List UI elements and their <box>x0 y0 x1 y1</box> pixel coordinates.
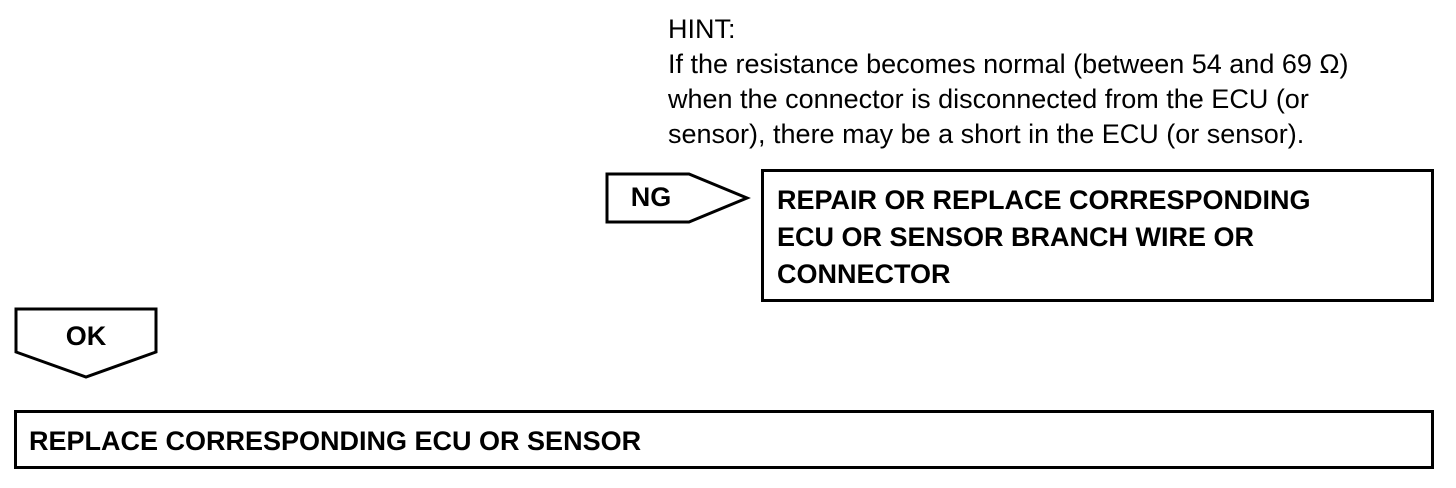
ng-result-line-1: REPAIR OR REPLACE CORRESPONDING <box>777 185 1311 215</box>
ok-label: OK <box>65 321 107 351</box>
hint-line-1: If the resistance becomes normal (betwee… <box>668 49 1349 79</box>
ok-result-text: REPLACE CORRESPONDING ECU OR SENSOR <box>29 426 642 456</box>
hint-line-2: when the connector is disconnected from … <box>668 84 1309 114</box>
ok-result-box: REPLACE CORRESPONDING ECU OR SENSOR <box>14 410 1434 469</box>
hint-block: HINT: If the resistance becomes normal (… <box>668 12 1448 152</box>
hint-title: HINT: <box>668 14 736 44</box>
ng-result-line-2: ECU OR SENSOR BRANCH WIRE OR <box>777 222 1255 252</box>
hint-line-3: sensor), there may be a short in the ECU… <box>668 119 1305 149</box>
ng-label: NG <box>630 182 672 212</box>
ng-result-line-3: CONNECTOR <box>777 259 951 289</box>
ng-result-box: REPAIR OR REPLACE CORRESPONDING ECU OR S… <box>761 169 1434 302</box>
ok-arrow-tag <box>14 307 158 379</box>
ng-arrow-tag <box>605 172 751 224</box>
